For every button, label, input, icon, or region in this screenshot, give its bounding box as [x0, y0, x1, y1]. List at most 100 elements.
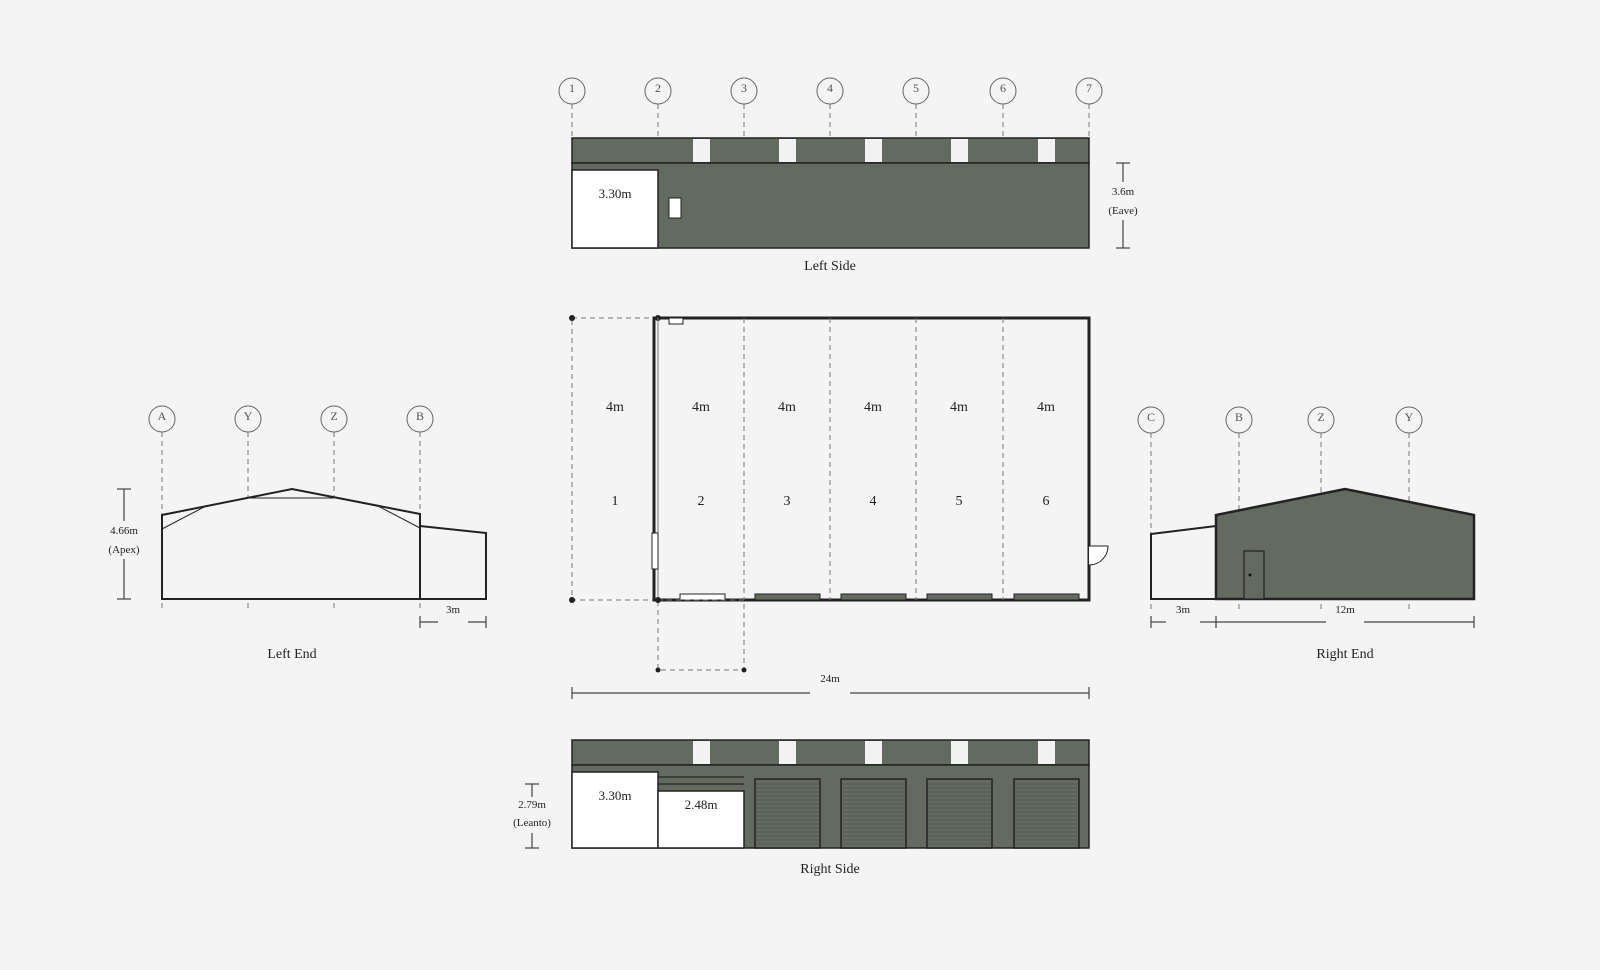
- plan-main-outline: [652, 316, 1091, 602]
- plan-roller-door: [1013, 593, 1080, 601]
- bay-width-1: 4m: [606, 400, 624, 415]
- window: [951, 741, 968, 764]
- grid-bubble-z: [1307, 406, 1335, 434]
- right-end-span: 12m: [1335, 604, 1355, 616]
- overall-length-dimension: 24m: [571, 673, 1090, 699]
- left-end-gable: [161, 487, 421, 600]
- bay-number-6: 6: [1043, 494, 1050, 509]
- right-side-opening-2-label: 2.48m: [685, 797, 718, 812]
- grid-letter-a: A: [158, 409, 167, 423]
- left-side-open-bay: [571, 169, 659, 249]
- left-side-small-window: [668, 197, 682, 219]
- window: [779, 139, 796, 162]
- right-end-gable: [1214, 487, 1476, 601]
- bay-width-5: 4m: [950, 400, 968, 415]
- grid-letter-b: B: [416, 409, 424, 423]
- grid-number-4: 4: [827, 81, 833, 95]
- grid-bubble-6: [989, 77, 1017, 105]
- bay-number-5: 5: [956, 494, 963, 509]
- left-side-upper-band: [571, 137, 1090, 164]
- plan-door-opening: [679, 593, 726, 601]
- left-side-elevation: 1 2 3 4 5 6 7 3.30m 3.6m (Eave): [558, 77, 1143, 274]
- right-end-label: Right End: [1316, 647, 1373, 662]
- window: [865, 139, 882, 162]
- window: [1038, 139, 1055, 162]
- apex-dimension: 4.66m (Apex): [104, 488, 144, 600]
- grid-bubble-3: [730, 77, 758, 105]
- eave-label: (Eave): [1108, 205, 1138, 217]
- window: [693, 741, 710, 764]
- apex-value: 4.66m: [110, 525, 138, 537]
- bay-width-6: 4m: [1037, 400, 1055, 415]
- leanto-height-label: (Leanto): [513, 817, 551, 829]
- grid-bubble-1: [558, 77, 586, 105]
- bay-number-1: 1: [612, 494, 619, 509]
- grid-bubble-a: [148, 405, 176, 433]
- window: [951, 139, 968, 162]
- left-end-leanto-width: 3m: [446, 604, 461, 616]
- plan-side-opening: [651, 532, 659, 570]
- plan-window: [668, 317, 684, 325]
- grid-bubble-y: [234, 405, 262, 433]
- grid-letter-y: Y: [1405, 410, 1414, 424]
- bay-width-3: 4m: [778, 400, 796, 415]
- grid-number-3: 3: [741, 81, 747, 95]
- grid-letter-z: Z: [1317, 410, 1324, 424]
- plan-lower-leanto: [657, 599, 745, 671]
- roller-door: [926, 778, 993, 849]
- left-side-label: Left Side: [804, 259, 856, 274]
- grid-number-1: 1: [569, 81, 575, 95]
- grid-bubble-b: [406, 405, 434, 433]
- roller-door: [1013, 778, 1080, 849]
- plan-pa-door-swing: [1088, 545, 1109, 566]
- right-side-upper-band: [571, 739, 1090, 766]
- grid-bubble-4: [816, 77, 844, 105]
- right-end-leanto: [1150, 524, 1217, 600]
- right-end-elevation: C B Z Y 3m 12m Right End: [1137, 406, 1476, 662]
- grid-letter-z: Z: [330, 409, 337, 423]
- grid-bubble-5: [902, 77, 930, 105]
- grid-bubble-2: [644, 77, 672, 105]
- leanto-height-dimension: 2.79m (Leanto): [510, 783, 554, 849]
- left-side-grid-bubbles: 1 2 3 4 5 6 7: [558, 77, 1103, 138]
- right-side-label: Right Side: [800, 862, 860, 877]
- grid-bubble-z: [320, 405, 348, 433]
- grid-letter-y: Y: [244, 409, 253, 423]
- grid-number-6: 6: [1000, 81, 1006, 95]
- roller-door: [754, 778, 821, 849]
- window: [779, 741, 796, 764]
- leanto-height-value: 2.79m: [518, 799, 546, 811]
- right-end-dimensions: 3m 12m: [1150, 604, 1475, 628]
- right-side-opening-2: [657, 790, 745, 849]
- eave-dimension: 3.6m (Eave): [1103, 162, 1143, 249]
- grid-letter-c: C: [1147, 410, 1155, 424]
- grid-letter-b: B: [1235, 410, 1243, 424]
- left-side-opening-label: 3.30m: [599, 186, 632, 201]
- grid-bubble-c: [1137, 406, 1165, 434]
- grid-bubble-b: [1225, 406, 1253, 434]
- left-end-label: Left End: [267, 647, 316, 662]
- window: [693, 139, 710, 162]
- bay-number-2: 2: [698, 494, 705, 509]
- roller-door: [840, 778, 907, 849]
- apex-label: (Apex): [108, 544, 139, 556]
- plan-roller-door: [840, 593, 907, 601]
- plan-leanto-area: [571, 317, 659, 601]
- bay-width-4: 4m: [864, 400, 882, 415]
- grid-number-2: 2: [655, 81, 661, 95]
- right-side-elevation: 3.30m 2.48m 2.79m (Leanto) Right Side: [510, 739, 1090, 877]
- roller-doors: [754, 778, 1080, 849]
- right-side-opening-1: [571, 771, 659, 849]
- bay-number-3: 3: [784, 494, 791, 509]
- plan-roller-door: [754, 593, 821, 601]
- grid-number-7: 7: [1086, 81, 1092, 95]
- floor-plan: 4m 4m 4m 4m 4m 4m 1 2 3 4 5 6 24: [569, 315, 1109, 699]
- eave-value: 3.6m: [1112, 186, 1135, 198]
- window: [865, 741, 882, 764]
- overall-length-label: 24m: [820, 673, 840, 685]
- left-end-elevation: A Y Z B 4.66m (Apex) 3m Left End: [104, 405, 487, 662]
- window: [1038, 741, 1055, 764]
- grid-bubble-7: [1075, 77, 1103, 105]
- left-end-leanto: [419, 524, 487, 600]
